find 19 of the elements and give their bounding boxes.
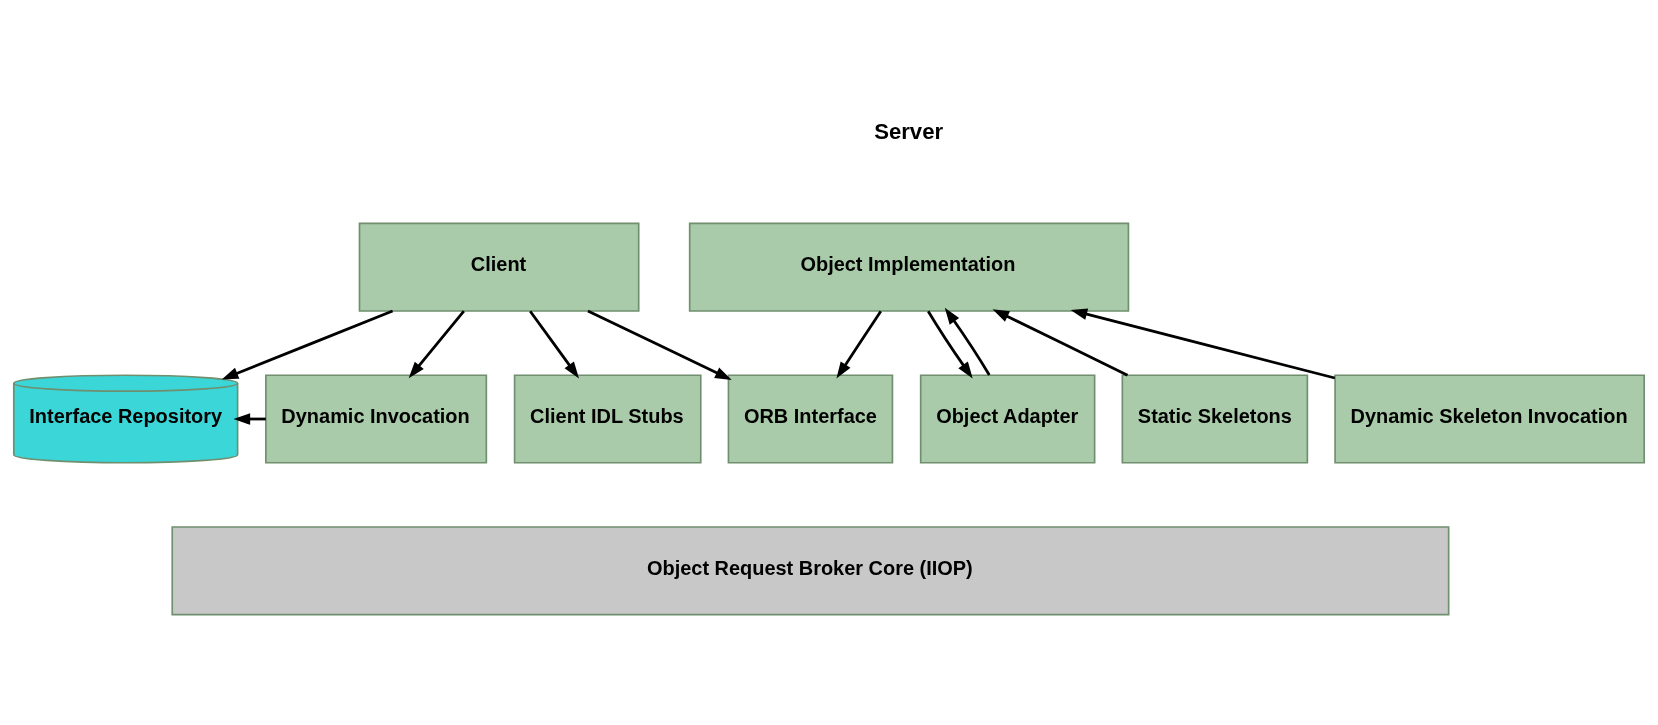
node-box: Static Skeletons: [1121, 374, 1309, 464]
node-box: Client: [358, 222, 640, 312]
arrow: [927, 310, 973, 379]
node-box: Client IDL Stubs: [513, 374, 702, 464]
node-box: Dynamic Invocation: [265, 374, 488, 464]
arrow: [529, 310, 580, 379]
node-box: Object Implementation: [688, 222, 1130, 312]
label: Server: [874, 119, 944, 145]
arrow: [1070, 308, 1336, 380]
arrow: [944, 307, 991, 376]
arrow: [992, 309, 1129, 377]
arrow: [408, 310, 465, 379]
node-box: ORB Interface: [727, 374, 894, 464]
node-box: Dynamic Skeleton Invocation: [1334, 374, 1646, 464]
node-box: Object Request Broker Core (IIOP): [171, 526, 1450, 616]
arrow: [836, 310, 882, 379]
arrow: [221, 309, 394, 380]
node-box: Object Adapter: [919, 374, 1096, 464]
arrow: [587, 309, 732, 381]
